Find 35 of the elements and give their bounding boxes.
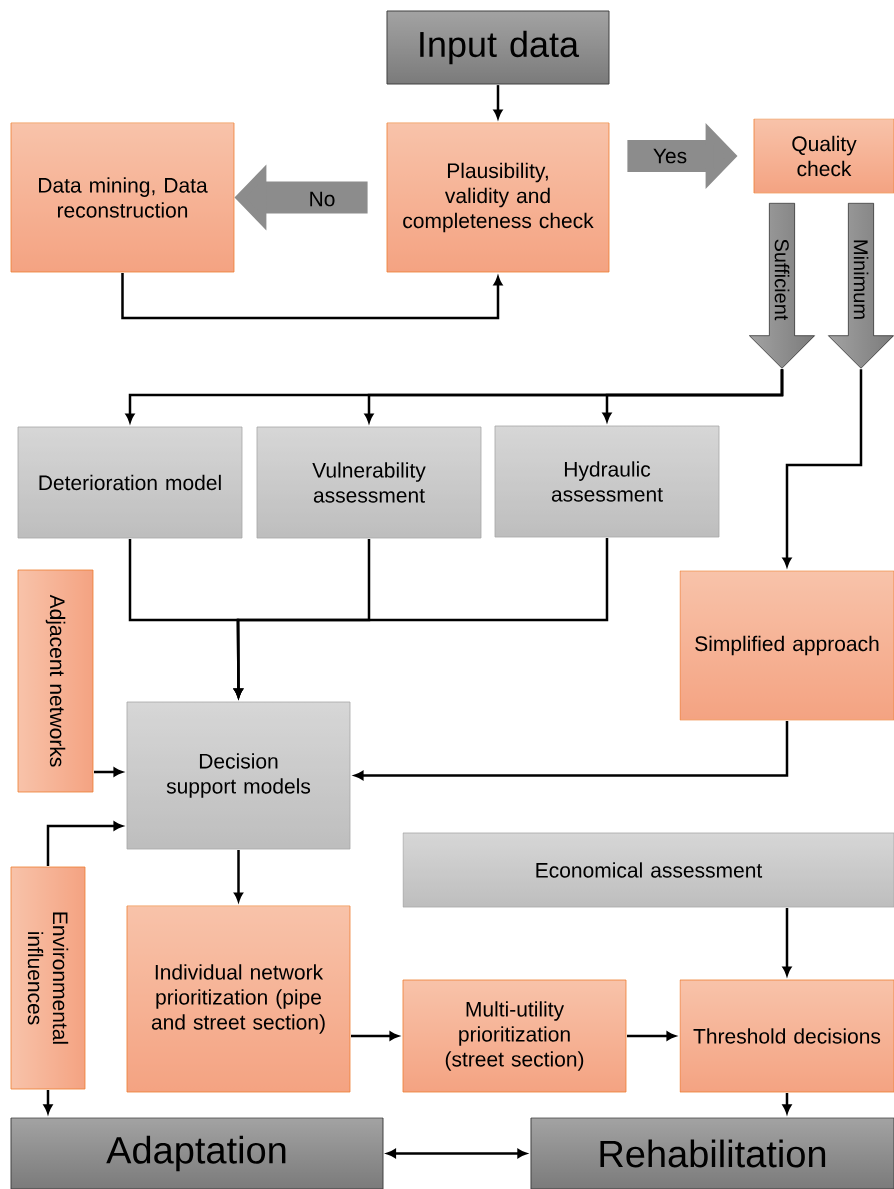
process-box: Multi-utility prioritization (street section): [402, 979, 627, 1093]
arrow: [602, 369, 784, 422]
process-box: Environmental influences: [10, 866, 86, 1090]
pointer-box: Minimum: [828, 203, 894, 369]
arrow: [627, 1031, 676, 1041]
arrow: [351, 1031, 399, 1041]
arrow: [43, 1090, 53, 1114]
process-box: Individual network prioritization (pipe and street section): [126, 905, 351, 1093]
arrow: [493, 85, 503, 119]
process-box: Plausibility, validity and completeness check: [386, 122, 610, 273]
process-box: Vulnerability assessment: [256, 426, 482, 539]
process-box: Quality check: [753, 118, 894, 194]
process-box: Threshold decisions: [679, 979, 894, 1093]
process-box: Adaptation: [10, 1117, 384, 1189]
edge-label: No: [310, 191, 335, 207]
process-box: Deterioration model: [17, 426, 243, 539]
process-box: Decision support models: [126, 701, 351, 850]
process-box: Data mining, Data reconstruction: [10, 122, 235, 273]
arrow: [94, 767, 123, 777]
process-box: Adjacent networks: [17, 569, 94, 793]
arrow: [354, 721, 789, 780]
arrow: [782, 369, 863, 567]
process-box: Rehabilitation: [530, 1117, 894, 1189]
process-box: Economical assessment: [402, 832, 894, 908]
arrow: [782, 1093, 792, 1114]
process-box: Hydraulic assessment: [494, 425, 720, 538]
arrow: [782, 908, 792, 976]
process-box: Input data: [386, 10, 610, 85]
edge-label: Yes: [653, 148, 687, 164]
arrow: [46, 821, 123, 866]
arrow: [234, 850, 243, 902]
pointer-box: Sufficient: [749, 203, 815, 369]
process-box: Simplified approach: [679, 570, 894, 721]
arrow: [121, 273, 503, 320]
arrow: [234, 538, 609, 698]
